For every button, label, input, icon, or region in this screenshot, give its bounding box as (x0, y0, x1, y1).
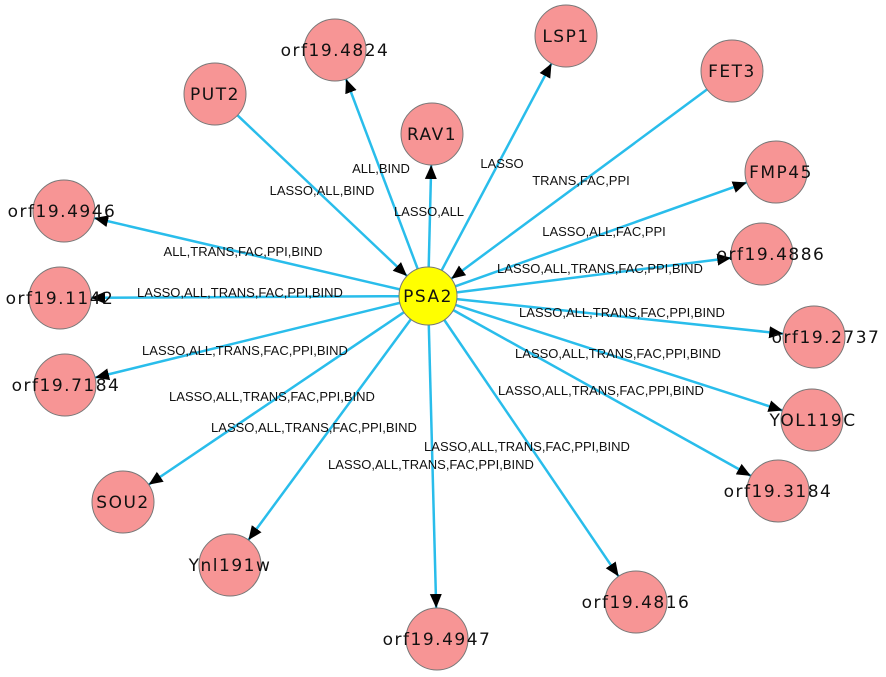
node-label-orf19-4824: orf19.4824 (281, 41, 390, 61)
node-circle-fet3[interactable] (700, 39, 764, 103)
edge-label-orf19-1142: LASSO,ALL,TRANS,FAC,PPI,BIND (137, 285, 343, 300)
node-label-orf19-4947: orf19.4947 (383, 630, 492, 650)
node-orf19-4947[interactable] (405, 607, 469, 671)
node-circle-orf19-4824[interactable] (303, 18, 367, 82)
hub-circle[interactable] (398, 266, 458, 326)
node-circle-orf19-1142[interactable] (28, 266, 92, 330)
node-label-orf19-3184: orf19.3184 (724, 482, 833, 502)
edge-layer (90, 62, 784, 609)
node-circle-orf19-4886[interactable] (730, 222, 794, 286)
edge-label-fmp45: LASSO,ALL,FAC,PPI (542, 224, 666, 239)
node-ynl191w[interactable] (198, 533, 262, 597)
node-orf19-4824[interactable] (303, 18, 367, 82)
edge-psa2-to-yol119c (455, 303, 783, 412)
node-circle-yol119c[interactable] (780, 388, 844, 452)
node-label-lsp1: LSP1 (542, 27, 589, 47)
node-label-orf19-4886: orf19.4886 (717, 245, 826, 265)
node-label-yol119c: YOL119C (768, 411, 856, 431)
edge-label-orf19-4824: ALL,BIND (352, 161, 410, 176)
node-label-fet3: FET3 (708, 62, 756, 82)
node-circle-lsp1[interactable] (534, 4, 598, 68)
node-fet3[interactable] (700, 39, 764, 103)
node-label-orf19-4816: orf19.4816 (582, 593, 691, 613)
node-circle-orf19-3184[interactable] (746, 459, 810, 523)
edge-label-fet3: TRANS,FAC,PPI (532, 173, 630, 188)
node-label-ynl191w: Ynl191w (188, 556, 272, 576)
edge-psa2-to-orf19-2737 (456, 297, 784, 339)
node-sou2[interactable] (91, 470, 155, 534)
node-orf19-2737[interactable] (782, 305, 846, 369)
node-label-orf19-2737: orf19.2737 (772, 328, 881, 348)
node-fmp45[interactable] (744, 140, 808, 204)
node-label-rav1: RAV1 (407, 125, 457, 145)
node-put2[interactable] (183, 62, 247, 126)
edge-label-orf19-3184: LASSO,ALL,TRANS,FAC,PPI,BIND (498, 383, 704, 398)
edge-label-yol119c: LASSO,ALL,TRANS,FAC,PPI,BIND (515, 346, 721, 361)
node-label-psa2: PSA2 (403, 287, 453, 307)
edge-psa2-to-orf19-4947 (427, 324, 442, 609)
edge-psa2-to-sou2 (148, 311, 405, 486)
node-circle-orf19-2737[interactable] (782, 305, 846, 369)
node-circle-orf19-4946[interactable] (32, 179, 96, 243)
node-orf19-4816[interactable] (604, 570, 668, 634)
node-circle-fmp45[interactable] (744, 140, 808, 204)
node-orf19-4946[interactable] (32, 179, 96, 243)
node-circle-orf19-7184[interactable] (33, 353, 97, 417)
node-label-fmp45: FMP45 (749, 163, 813, 183)
edge-psa2-to-ynl191w (247, 318, 412, 541)
node-circle-sou2[interactable] (91, 470, 155, 534)
edge-label-put2: LASSO,ALL,BIND (270, 183, 375, 198)
edge-put2-to-psa2 (236, 114, 408, 277)
node-circle-orf19-4947[interactable] (405, 607, 469, 671)
node-label-orf19-7184: orf19.7184 (12, 376, 121, 396)
edge-fet3-to-psa2 (450, 88, 708, 280)
edge-psa2-to-orf19-4946 (93, 215, 401, 291)
node-circle-orf19-4816[interactable] (604, 570, 668, 634)
edge-label-orf19-7184: LASSO,ALL,TRANS,FAC,PPI,BIND (142, 343, 348, 358)
node-label-put2: PUT2 (190, 85, 240, 105)
edge-psa2-to-orf19-3184 (452, 309, 752, 477)
node-circle-ynl191w[interactable] (198, 533, 262, 597)
edge-label-lsp1: LASSO (480, 156, 523, 171)
node-label-sou2: SOU2 (96, 493, 149, 513)
edge-label-orf19-4886: LASSO,ALL,TRANS,FAC,PPI,BIND (497, 261, 703, 276)
node-yol119c[interactable] (780, 388, 844, 452)
edge-psa2-to-orf19-1142 (90, 291, 400, 304)
edge-psa2-to-rav1 (424, 164, 437, 268)
node-orf19-7184[interactable] (33, 353, 97, 417)
edge-psa2-to-orf19-4816 (443, 319, 620, 578)
edge-psa2-to-orf19-7184 (94, 301, 401, 381)
edge-label-orf19-4946: ALL,TRANS,FAC,PPI,BIND (164, 244, 323, 259)
edge-label-layer: LASSO ALL,BIND TRANS,FAC,PPI LASSO,ALL,BIND… (137, 156, 725, 472)
node-orf19-1142[interactable] (28, 266, 92, 330)
edge-label-orf19-4816: LASSO,ALL,TRANS,FAC,PPI,BIND (424, 439, 630, 454)
edge-label-rav1: LASSO,ALL (394, 204, 464, 219)
edge-psa2-to-orf19-4824 (344, 78, 419, 270)
node-hub-psa2[interactable] (398, 266, 458, 326)
edge-psa2-to-orf19-4886 (456, 253, 732, 294)
node-orf19-3184[interactable] (746, 459, 810, 523)
node-label-orf19-4946: orf19.4946 (8, 202, 117, 222)
edge-psa2-to-lsp1 (440, 62, 553, 271)
edge-label-sou2: LASSO,ALL,TRANS,FAC,PPI,BIND (169, 389, 375, 404)
node-circle-rav1[interactable] (400, 102, 464, 166)
node-label-orf19-1142: orf19.1142 (6, 289, 115, 309)
node-rav1[interactable] (400, 102, 464, 166)
edge-label-ynl191w: LASSO,ALL,TRANS,FAC,PPI,BIND (211, 420, 417, 435)
edge-label-orf19-2737: LASSO,ALL,TRANS,FAC,PPI,BIND (519, 305, 725, 320)
node-circle-put2[interactable] (183, 62, 247, 126)
edge-psa2-to-fmp45 (454, 181, 748, 288)
edge-label-orf19-4947: LASSO,ALL,TRANS,FAC,PPI,BIND (328, 457, 534, 472)
node-lsp1[interactable] (534, 4, 598, 68)
node-orf19-4886[interactable] (730, 222, 794, 286)
